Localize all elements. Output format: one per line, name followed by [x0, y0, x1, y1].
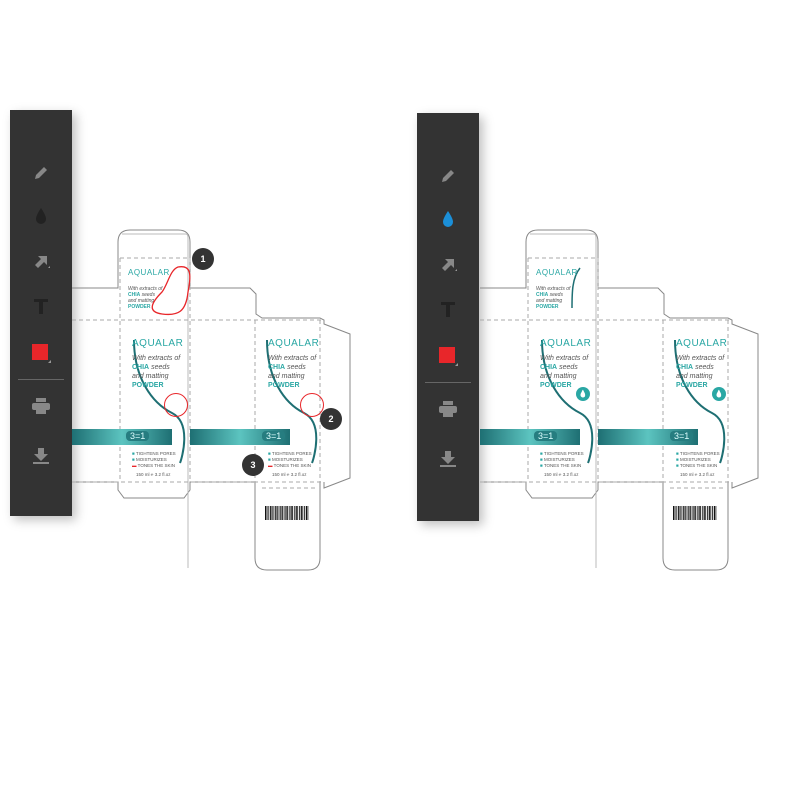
bullet-item: ▬ TONES THE SKIN [132, 463, 176, 468]
front-panel-drop-badge: 💧 [576, 387, 590, 401]
side-panel-drop-badge: 💧 [712, 387, 726, 401]
text-tool-button[interactable] [10, 293, 72, 323]
annotation-marker-2: 2 [320, 408, 342, 430]
print-tool-button[interactable] [10, 393, 72, 423]
bullet-item: ■ TONES THE SKIN [676, 463, 718, 468]
bullet-item: ■ TIGHTENS PORES [540, 451, 584, 456]
arrow-icon [438, 254, 458, 279]
bullet-item: ■ MOISTURIZES [676, 457, 711, 462]
text-tool-button[interactable] [417, 296, 479, 326]
front-panel-red-circle-annotation [164, 393, 188, 417]
color-swatch-tool-button[interactable] [417, 343, 479, 373]
text-icon [439, 300, 457, 323]
text-icon [32, 297, 50, 320]
front-panel-badge: 3=1 [126, 431, 150, 441]
top-flap-brand: AQUALAR [536, 268, 578, 277]
front-panel-volume: 150 ml ℮ 3.2 fl.oz [136, 472, 171, 477]
front-panel-bullets: ■ TIGHTENS PORES■ MOISTURIZES▬ TONES THE… [132, 451, 176, 469]
front-panel-volume: 150 ml ℮ 3.2 fl.oz [544, 472, 579, 477]
arrow-tool-button[interactable] [10, 248, 72, 278]
fill-drop-icon [441, 210, 455, 233]
side-panel-brand: AQUALAR [676, 338, 728, 349]
side-panel-volume: 150 ml ℮ 3.2 fl.oz [272, 472, 307, 477]
barcode [673, 506, 717, 520]
color-swatch-icon [30, 342, 52, 369]
side-panel-bullets: ■ TIGHTENS PORES■ MOISTURIZES▬ TONES THE… [268, 451, 312, 469]
print-icon [438, 400, 458, 423]
side-panel-volume: 150 ml ℮ 3.2 fl.oz [680, 472, 715, 477]
bullet-item: ■ MOISTURIZES [132, 457, 167, 462]
top-flap-brand: AQUALAR [128, 268, 170, 277]
front-panel-brand: AQUALAR [540, 338, 592, 349]
download-tool-button[interactable] [10, 443, 72, 473]
bullet-item: ■ TIGHTENS PORES [132, 451, 176, 456]
side-panel-bullets: ■ TIGHTENS PORES■ MOISTURIZES■ TONES THE… [676, 451, 720, 469]
annotation-marker-3: 3 [242, 454, 264, 476]
water-drop-icon: 💧 [578, 391, 588, 398]
left-toolbar [10, 110, 72, 516]
pencil-tool-button[interactable] [417, 163, 479, 193]
right-toolbar [417, 113, 479, 521]
pencil-icon [439, 167, 457, 190]
toolbar-divider [425, 382, 471, 383]
arrow-tool-button[interactable] [417, 251, 479, 281]
bullet-item: ■ TONES THE SKIN [540, 463, 582, 468]
pencil-icon [32, 164, 50, 187]
color-swatch-icon [437, 345, 459, 372]
print-icon [31, 397, 51, 420]
water-drop-icon: 💧 [714, 391, 724, 398]
pencil-tool-button[interactable] [10, 160, 72, 190]
download-icon [32, 447, 50, 470]
side-panel-badge: 3=1 [670, 431, 694, 441]
print-tool-button[interactable] [417, 396, 479, 426]
teal-band [72, 429, 172, 445]
side-panel-brand: AQUALAR [268, 338, 320, 349]
bullet-item: ■ MOISTURIZES [268, 457, 303, 462]
fill-drop-icon [34, 207, 48, 230]
front-panel-bullets: ■ TIGHTENS PORES■ MOISTURIZES■ TONES THE… [540, 451, 584, 469]
arrow-icon [31, 251, 51, 276]
toolbar-divider [18, 379, 64, 380]
bullet-item: ■ TIGHTENS PORES [676, 451, 720, 456]
fill-drop-tool-button[interactable] [10, 203, 72, 233]
teal-band [480, 429, 580, 445]
side-panel-badge: 3=1 [262, 431, 286, 441]
front-panel-badge: 3=1 [534, 431, 558, 441]
color-swatch-tool-button[interactable] [10, 340, 72, 370]
bullet-item: ▬ TONES THE SKIN [268, 463, 312, 468]
download-icon [439, 450, 457, 473]
bullet-item: ■ TIGHTENS PORES [268, 451, 312, 456]
annotation-marker-1: 1 [192, 248, 214, 270]
side-panel-red-circle-annotation [300, 393, 324, 417]
bullet-item: ■ MOISTURIZES [540, 457, 575, 462]
front-panel-brand: AQUALAR [132, 338, 184, 349]
download-tool-button[interactable] [417, 446, 479, 476]
barcode [265, 506, 309, 520]
fill-drop-tool-button[interactable] [417, 206, 479, 236]
